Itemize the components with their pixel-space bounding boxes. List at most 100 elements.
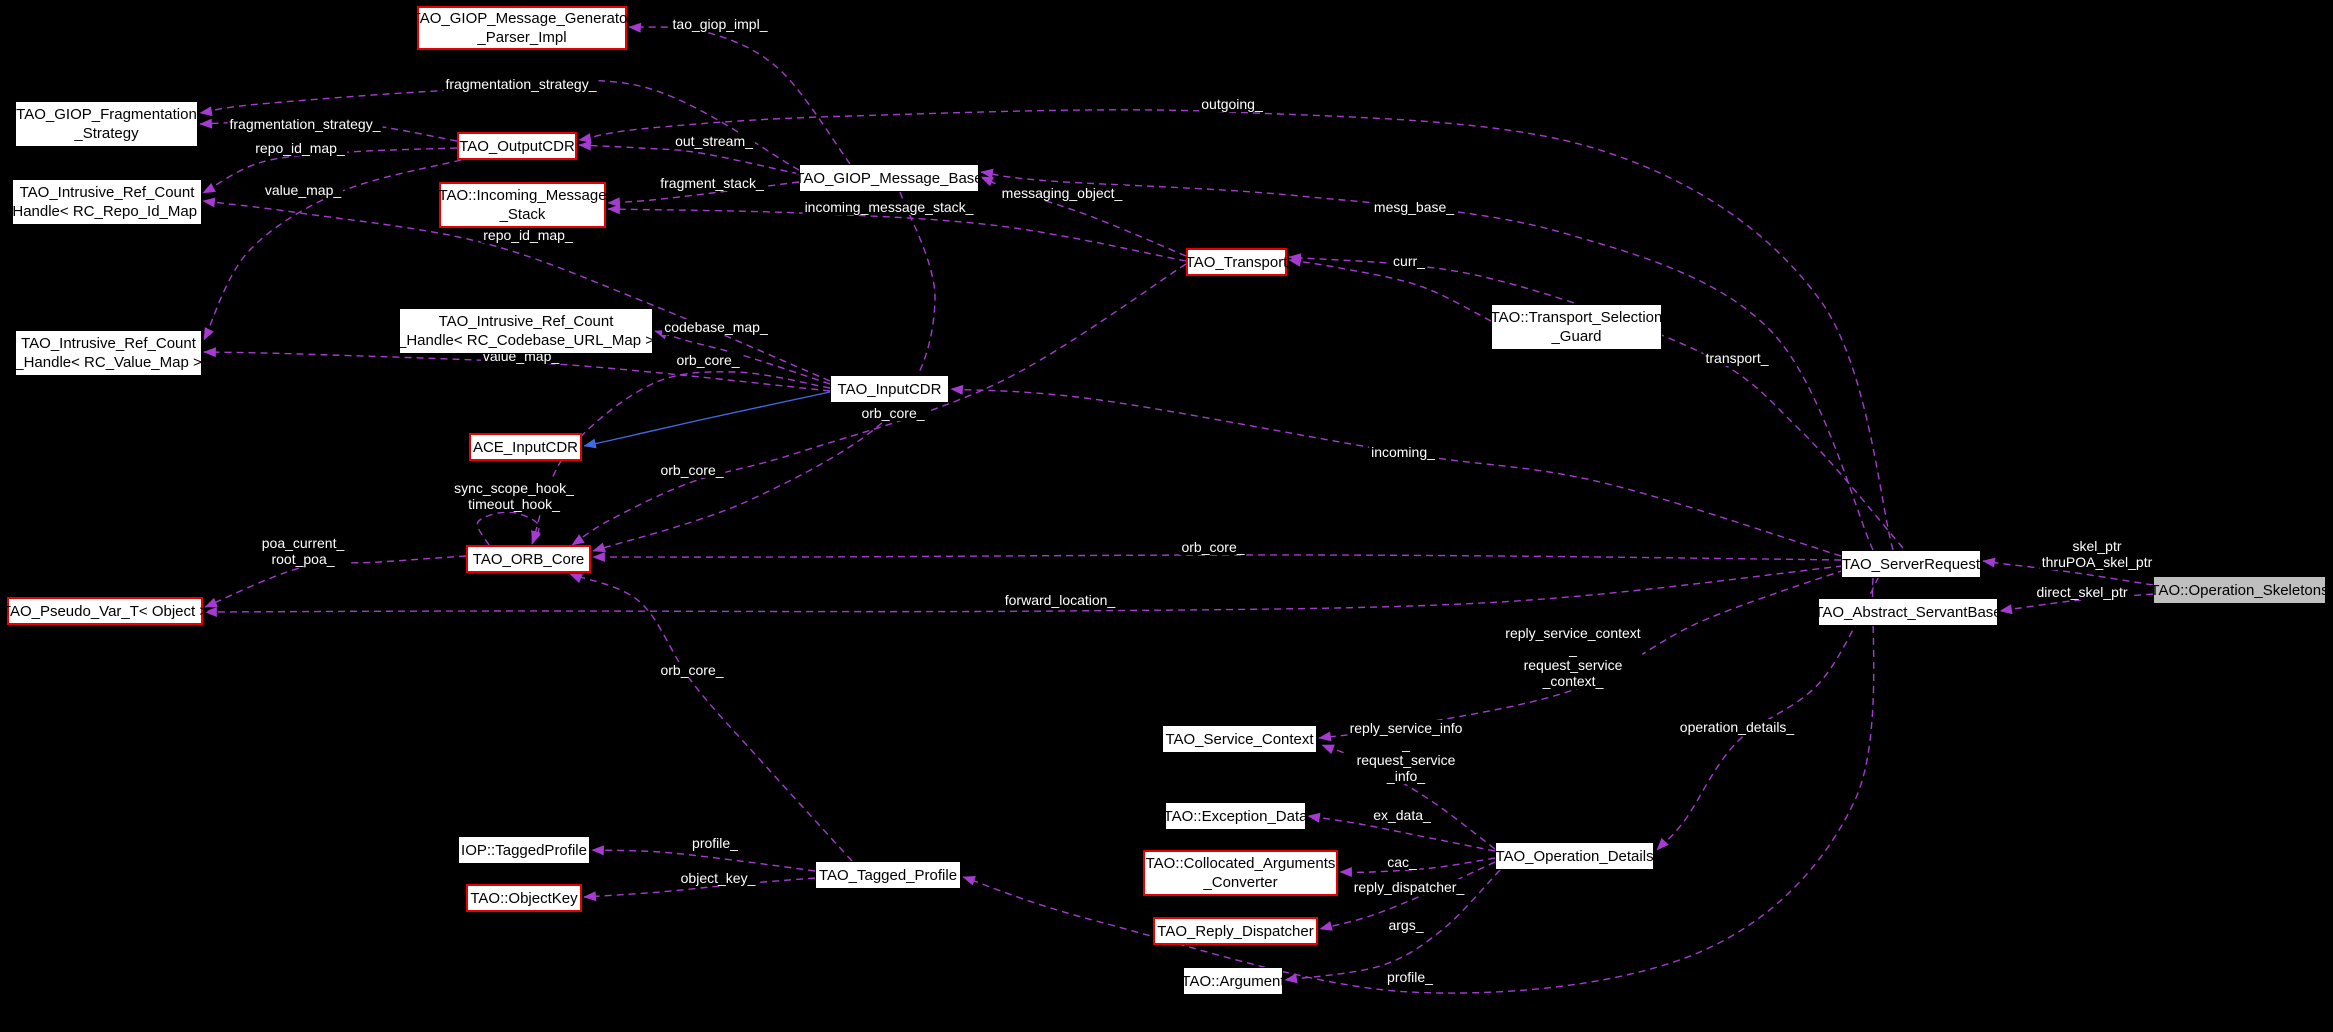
class-node-tao-giop-message-base[interactable]: TAO_GIOP_Message_Base: [795, 164, 983, 192]
class-node-tao-reply-dispatcher[interactable]: TAO_Reply_Dispatcher: [1153, 917, 1318, 945]
edge-label: direct_skel_ptr: [2034, 584, 2130, 600]
class-node-label: _Guard: [1551, 328, 1602, 345]
class-node-label: _Parser_Impl: [477, 29, 567, 46]
class-node-label: IOP::TaggedProfile: [461, 841, 587, 859]
class-node-label: TAO_GIOP_Message_Base: [795, 169, 983, 187]
class-node-tao-orb-core[interactable]: TAO_ORB_Core: [466, 545, 591, 573]
class-node-tao-transport-selection-guard[interactable]: TAO::Transport_Selection_Guard: [1491, 304, 1662, 350]
usage-edge: [476, 511, 541, 546]
class-node-label: TAO::Operation_Skeletons: [2150, 581, 2329, 599]
class-node-label: TAO::Transport_Selection: [1490, 309, 1663, 326]
usage-edge: [980, 168, 1874, 551]
usage-edge: [203, 347, 831, 392]
edge-label: fragmentation_strategy_: [227, 116, 383, 132]
edge-label-line: transport_: [1705, 350, 1769, 366]
edge-label-line: request_service: [1523, 657, 1623, 673]
edge-label: profile_: [690, 835, 740, 851]
class-node-tao-pseudo-var-t-object[interactable]: TAO_Pseudo_Var_T< Object >: [2, 597, 208, 625]
edge-label: reply_dispatcher_: [1351, 879, 1467, 895]
usage-edge: [1284, 869, 1501, 984]
edge-label: tao_giop_impl_: [670, 16, 770, 32]
edge-label: incoming_message_stack_: [802, 199, 976, 215]
class-node-tao-outputcdr[interactable]: TAO_OutputCDR: [457, 132, 577, 160]
usage-edge: [199, 118, 458, 142]
edge-label-line: thruPOA_skel_ptr: [2041, 554, 2153, 570]
edge-label: curr_: [1391, 253, 1427, 269]
edge-label: operation_details_: [1677, 719, 1797, 735]
edge-label: value_map_: [262, 182, 344, 198]
edge-label-line: forward_location_: [1004, 592, 1116, 608]
edge-label-line: messaging_object_: [1001, 185, 1123, 201]
class-node-tao-intrusive-ref-count-handle-rc-value-map[interactable]: TAO_Intrusive_Ref_Count_Handle< RC_Value…: [15, 330, 202, 376]
edge-label-line: fragment_stack_: [660, 175, 764, 191]
edge-label-line: orb_core_: [660, 662, 724, 678]
class-node-label: TAO_GIOP_Message_Generator: [411, 10, 633, 27]
class-node-tao-intrusive-ref-count-handle-rc-repo-id-map[interactable]: TAO_Intrusive_Ref_Count_Handle< RC_Repo_…: [4, 179, 210, 225]
class-node-label: TAO_Reply_Dispatcher: [1157, 922, 1314, 940]
class-node-tao-inputcdr[interactable]: TAO_InputCDR: [830, 375, 949, 403]
usage-edge: [578, 140, 800, 175]
edge-label-line: root_poa_: [271, 551, 335, 567]
edge-label-line: operation_details_: [1679, 719, 1795, 735]
class-node-iop-taggedprofile[interactable]: IOP::TaggedProfile: [458, 836, 590, 864]
edge-label: orb_core_: [658, 662, 726, 678]
class-node-tao-tagged-profile[interactable]: TAO_Tagged_Profile: [815, 861, 961, 889]
usage-edge: [980, 176, 1187, 257]
edge-label-line: args_: [1388, 917, 1424, 933]
class-node-label: _Handle< RC_Codebase_URL_Map >: [398, 332, 654, 349]
usage-edge: [607, 181, 800, 208]
edge-label-line: poa_current_: [261, 535, 345, 551]
edge-label-line: reply_service_context: [1505, 625, 1641, 641]
class-node-tao-giop-fragmentation-strategy[interactable]: TAO_GIOP_Fragmentation_Strategy: [15, 101, 198, 147]
class-node-tao-argument[interactable]: TAO::Argument: [1181, 967, 1285, 995]
edge-label: profile_: [1385, 969, 1435, 985]
edge-label-line: _: [1569, 641, 1577, 657]
usage-edge: [569, 573, 853, 862]
class-node-tao-service-context[interactable]: TAO_Service_Context: [1162, 725, 1317, 753]
class-node-label: TAO_Pseudo_Var_T< Object >: [1, 602, 209, 620]
edge-label-line: orb_core_: [1181, 539, 1245, 555]
edge-label-line: sync_scope_hook_: [454, 480, 574, 496]
class-node-ace-inputcdr[interactable]: ACE_InputCDR: [469, 433, 582, 461]
class-node-tao-serverrequest[interactable]: TAO_ServerRequest: [1841, 550, 1981, 578]
edge-label-line: _info_: [1386, 768, 1426, 784]
edge-label-line: repo_id_map_: [255, 140, 345, 156]
class-node-label: TAO_Intrusive_Ref_Count: [21, 335, 196, 352]
class-node-tao-exception-data[interactable]: TAO::Exception_Data: [1164, 802, 1307, 830]
edge-label-line: request_service: [1356, 752, 1456, 768]
class-node-tao-giop-message-generator-parser-impl[interactable]: TAO_GIOP_Message_Generator _Parser_Impl: [412, 6, 632, 50]
edge-label-line: orb_core_: [861, 405, 925, 421]
edge-label: incoming_: [1369, 444, 1437, 460]
usage-edge: [950, 384, 1842, 557]
class-node-tao-objectkey[interactable]: TAO::ObjectKey: [466, 884, 582, 912]
edge-label: poa_current_root_poa_: [259, 535, 347, 567]
edge-label: forward_location_: [1002, 592, 1118, 608]
class-node-label: TAO_Intrusive_Ref_Count: [19, 184, 195, 201]
edge-label-line: codebase_map_: [664, 319, 768, 335]
class-node-label: TAO::Collocated_Arguments: [1145, 855, 1336, 872]
class-node-label: TAO_Tagged_Profile: [818, 866, 958, 884]
edge-label-line: tao_giop_impl_: [672, 16, 768, 32]
usage-edge: [592, 552, 1842, 563]
edge-label: outgoing_: [1199, 96, 1265, 112]
edge-label: orb_core_: [674, 352, 742, 368]
usage-edge: [571, 263, 1187, 546]
inheritance-edge: [583, 391, 831, 449]
class-node-label: TAO_ORB_Core: [472, 550, 585, 568]
edge-label: mesg_base_: [1371, 199, 1457, 215]
edge-label: args_: [1386, 917, 1426, 933]
edge-label-line: reply_dispatcher_: [1353, 879, 1465, 895]
class-node-tao-intrusive-ref-count-handle-rc-codebase-url-map[interactable]: TAO_Intrusive_Ref_Count_Handle< RC_Codeb…: [398, 308, 654, 354]
edge-label: messaging_object_: [999, 185, 1125, 201]
usage-edge: [578, 109, 1894, 551]
edge-label: ex_data_: [1371, 807, 1433, 823]
class-node-tao-collocated-arguments-converter[interactable]: TAO::Collocated_Arguments_Converter: [1143, 850, 1338, 896]
class-node-tao-abstract-servantbase[interactable]: TAO_Abstract_ServantBase: [1814, 598, 2002, 626]
class-node-label: _Strategy: [74, 125, 139, 142]
class-node-tao-transport[interactable]: TAO_Transport: [1186, 248, 1287, 276]
edge-label-line: incoming_message_stack_: [804, 199, 974, 215]
edge-label-line: out_stream_: [675, 133, 753, 149]
class-node-tao-operation-details[interactable]: TAO_Operation_Details: [1495, 842, 1654, 870]
class-node-tao-incoming-message-stack[interactable]: TAO::Incoming_Message_Stack: [438, 182, 607, 228]
